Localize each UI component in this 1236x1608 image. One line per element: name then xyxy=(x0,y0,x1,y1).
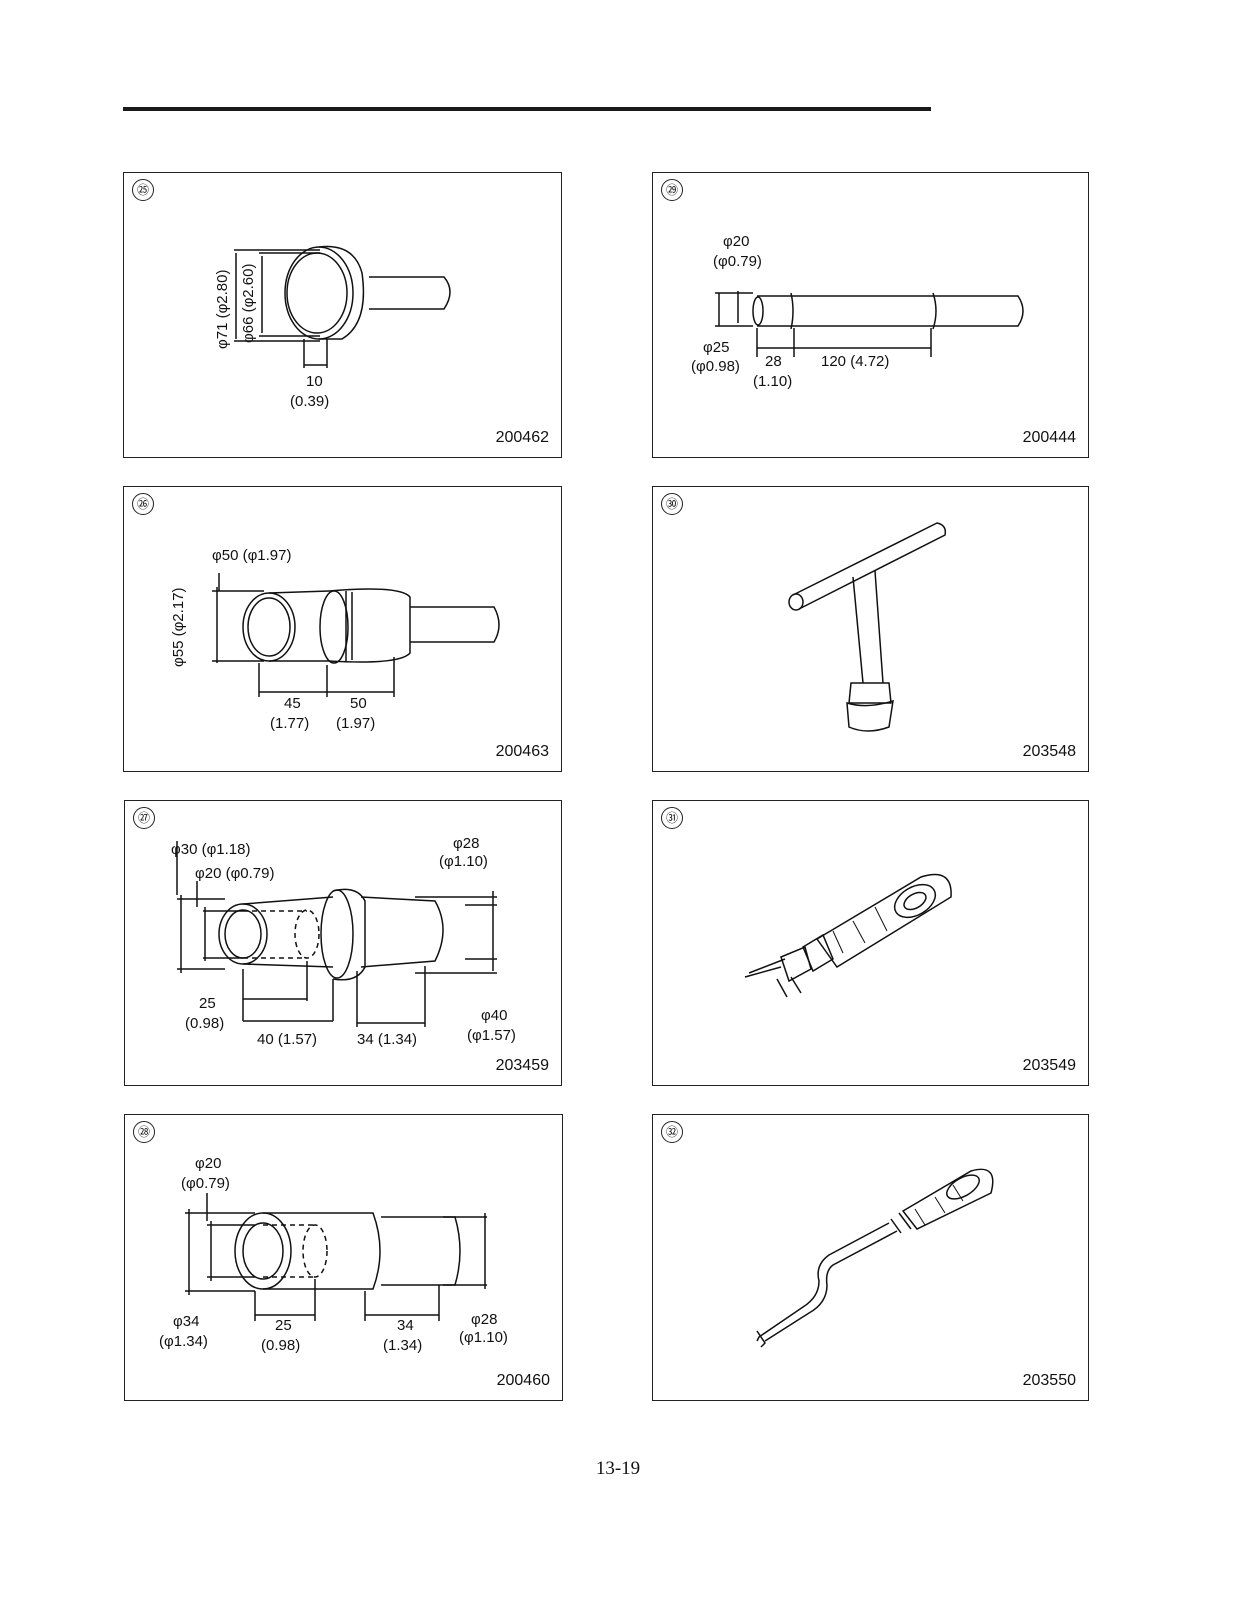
figure-code: 200462 xyxy=(495,429,549,446)
tool-panel-27: ㉗ φ30 (φ1.18) φ20 (φ0.79) φ28 (φ1.10) 25… xyxy=(124,800,562,1086)
dim-label: (φ1.57) xyxy=(467,1027,516,1044)
tool-27-drawing xyxy=(125,801,563,1087)
dim-label: 45 xyxy=(284,695,301,712)
tool-panel-26: ㉖ φ50 (φ1.97) φ55 (φ2.17) 45 (1.77) 50 (… xyxy=(123,486,562,772)
dim-label: 40 (1.57) xyxy=(257,1031,318,1048)
dim-label: 25 xyxy=(199,995,216,1012)
panel-number: ㉙ xyxy=(661,179,683,201)
tool-30-drawing xyxy=(653,487,1090,773)
dim-label: (0.39) xyxy=(290,393,330,410)
figure-code: 200444 xyxy=(1022,429,1076,446)
figure-code: 200463 xyxy=(495,743,549,760)
dim-label: φ28 xyxy=(453,835,480,852)
tool-panel-25: ㉕ φ71 (φ2.80) φ66 (φ2.60) 10 (0.39) 2004… xyxy=(123,172,562,458)
dim-label: (0.98) xyxy=(185,1015,225,1032)
dim-label: φ55 (φ2.17) xyxy=(170,587,187,668)
tool-panel-30: ㉚ 203548 xyxy=(652,486,1089,772)
dim-label: φ25 xyxy=(703,339,730,356)
dim-label: φ20 (φ0.79) xyxy=(195,865,275,882)
dim-label: (φ0.98) xyxy=(691,358,740,375)
tool-panel-28: ㉘ φ20 (φ0.79) φ34 (φ1.34) 25 (0.98) 34 (… xyxy=(124,1114,563,1401)
tool-25-drawing xyxy=(124,173,563,459)
tool-26-drawing xyxy=(124,487,563,773)
dim-label: 25 xyxy=(275,1317,292,1334)
dim-label: (φ0.79) xyxy=(181,1175,230,1192)
tool-panel-32: ㉜ 203550 xyxy=(652,1114,1089,1401)
figure-code: 203549 xyxy=(1022,1057,1076,1074)
dim-label: φ34 xyxy=(173,1313,200,1330)
dim-label: (φ1.34) xyxy=(159,1333,208,1350)
dim-label: φ71 (φ2.80) xyxy=(214,269,231,350)
panel-number: ㉕ xyxy=(132,179,154,201)
panel-number: ㉖ xyxy=(132,493,154,515)
panel-number: ㉛ xyxy=(661,807,683,829)
dim-label: 120 (4.72) xyxy=(821,353,890,370)
figure-code: 200460 xyxy=(496,1372,550,1389)
dim-label: (φ1.10) xyxy=(459,1329,508,1346)
dim-label: 28 xyxy=(765,353,782,370)
tool-32-drawing xyxy=(653,1115,1090,1402)
dim-label: 34 xyxy=(397,1317,414,1334)
dim-label: 34 (1.34) xyxy=(357,1031,418,1048)
dim-label: (1.10) xyxy=(753,373,793,390)
tool-28-drawing xyxy=(125,1115,564,1402)
dim-label: (1.97) xyxy=(336,715,376,732)
page-number: 13-19 xyxy=(595,1458,641,1479)
dim-label: (φ1.10) xyxy=(439,853,488,870)
dim-label: (φ0.79) xyxy=(713,253,762,270)
dim-label: (1.34) xyxy=(383,1337,423,1354)
tool-panel-29: ㉙ φ20 (φ0.79) φ25 (φ0.98) 28 (1.10) 120 … xyxy=(652,172,1089,458)
tool-panel-31: ㉛ 203549 xyxy=(652,800,1089,1086)
dim-label: φ28 xyxy=(471,1311,498,1328)
dim-label: φ66 (φ2.60) xyxy=(240,263,257,344)
dim-label: 50 xyxy=(350,695,367,712)
dim-label: 10 xyxy=(306,373,323,390)
dim-label: φ20 xyxy=(195,1155,222,1172)
panel-number: ㉘ xyxy=(133,1121,155,1143)
tool-31-drawing xyxy=(653,801,1090,1087)
figure-code: 203459 xyxy=(495,1057,549,1074)
dim-label: (1.77) xyxy=(270,715,310,732)
panel-number: ㉚ xyxy=(661,493,683,515)
dim-label: φ50 (φ1.97) xyxy=(212,547,292,564)
header-rule xyxy=(123,107,931,111)
dim-label: φ20 xyxy=(723,233,750,250)
dim-label: φ30 (φ1.18) xyxy=(171,841,251,858)
dim-label: (0.98) xyxy=(261,1337,301,1354)
dim-label: φ40 xyxy=(481,1007,508,1024)
figure-code: 203548 xyxy=(1022,743,1076,760)
figure-code: 203550 xyxy=(1022,1372,1076,1389)
tool-29-drawing xyxy=(653,173,1090,459)
panel-number: ㉗ xyxy=(133,807,155,829)
panel-number: ㉜ xyxy=(661,1121,683,1143)
